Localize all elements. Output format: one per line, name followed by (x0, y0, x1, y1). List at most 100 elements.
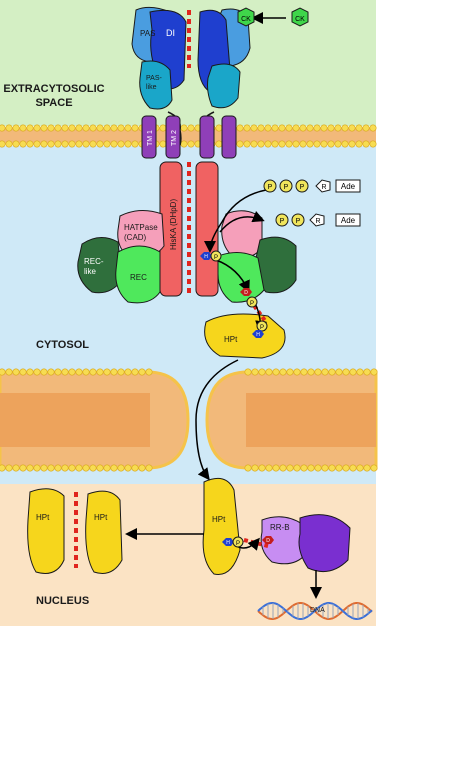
lipid-head (5, 124, 13, 132)
lipid-head (33, 124, 41, 132)
adp-ribose: R (315, 218, 320, 225)
lipid-head (124, 464, 132, 472)
pas-label: PAS (140, 29, 155, 38)
lipid-head (96, 368, 104, 376)
lipid-head (313, 124, 321, 132)
histidine-icon-3 (222, 538, 234, 546)
lipid-head (292, 124, 300, 132)
lipid-head (0, 124, 6, 132)
lipid-head (47, 464, 55, 472)
lipid-head (124, 124, 132, 132)
lipid-head (75, 368, 83, 376)
lipid-head (110, 140, 118, 148)
lipid-head (103, 124, 111, 132)
atp-ribose: R (321, 184, 326, 191)
lipid-head (369, 140, 377, 148)
dna-helix-icon (257, 602, 373, 620)
lipid-head (279, 368, 287, 376)
lipid-head (82, 368, 90, 376)
hiska-label: HisKA (DHpD) (169, 199, 178, 250)
lipid-head (307, 368, 315, 376)
lipid-head (328, 368, 336, 376)
pas-like-label-2: like (146, 84, 157, 91)
phosphate-icon-3 (256, 320, 268, 332)
lipid-head (131, 124, 139, 132)
ck-label-bound: CK (241, 16, 251, 23)
rec-like-domain-left (77, 237, 123, 294)
lipid-head (19, 124, 27, 132)
lipid-head (33, 368, 41, 376)
lipid-head (187, 140, 195, 148)
lipid-head (89, 368, 97, 376)
rec-label: REC (130, 273, 147, 282)
lipid-head (334, 140, 342, 148)
lipid-head (89, 464, 97, 472)
lipid-head (96, 464, 104, 472)
lipid-head (47, 368, 55, 376)
domain-labels: PAS DI PAS- like TM 1 TM 2 HisKA (DHpD) … (36, 28, 325, 614)
rr-b-label: RR-B (270, 523, 290, 532)
adp-icon: P P R Ade (275, 213, 361, 227)
lipid-head (285, 124, 293, 132)
hpt-his-cytosol: H (256, 332, 260, 338)
lipid-head (103, 464, 111, 472)
hpt-label-dimer-right: HPt (94, 513, 108, 522)
rr-b-receiver-domain (260, 516, 307, 565)
ck-ligand-icon: CK (237, 7, 255, 27)
chase-domain-right (197, 8, 251, 109)
hpt-phosphate-cytosol: P (260, 325, 264, 331)
lipid-head (89, 140, 97, 148)
chase-domain-left (131, 6, 187, 110)
lipid-head (299, 140, 307, 148)
lipid-head (271, 140, 279, 148)
lipid-head (286, 368, 294, 376)
rr-b-dna-binding-domain (298, 514, 351, 573)
nuclear-envelope (0, 368, 378, 472)
lipid-head (61, 124, 69, 132)
lipid-head (12, 464, 20, 472)
lipid-head (257, 124, 265, 132)
lipid-head (110, 368, 118, 376)
lipid-head (180, 140, 188, 148)
lipid-head (12, 124, 20, 132)
lipid-head (0, 464, 6, 472)
lipid-head (68, 124, 76, 132)
nucleus-label: NUCLEUS (36, 595, 89, 607)
hpt-nucleus-dimer-right (85, 490, 123, 574)
lipid-head (292, 140, 300, 148)
lipid-head (278, 140, 286, 148)
lipid-head (19, 368, 27, 376)
receptor-his-label: H (204, 254, 208, 260)
lipid-head (279, 464, 287, 472)
cytosol-label: CYTOSOL (36, 339, 89, 351)
lipid-head (33, 464, 41, 472)
lipid-head (54, 140, 62, 148)
adp-release-arrow (219, 211, 265, 233)
lipid-head (356, 464, 364, 472)
extracellular-label-1: EXTRACYTOSOLIC (3, 83, 104, 95)
atp-binding-arrow (204, 189, 267, 253)
lipid-head (341, 124, 349, 132)
lipid-head (321, 464, 329, 472)
lipid-head (320, 124, 328, 132)
plasma-membrane (0, 124, 377, 148)
lipid-head (335, 368, 343, 376)
rec-hpt-interface (248, 298, 268, 324)
lipid-head (271, 124, 279, 132)
lipid-head (243, 124, 251, 132)
di-label: DI (166, 28, 175, 38)
hpt-cytosol (204, 313, 286, 359)
lipid-head (40, 464, 48, 472)
lipid-head (363, 464, 371, 472)
phosphate-icon-2 (246, 296, 258, 308)
lipid-head (33, 140, 41, 148)
lipid-head (349, 368, 357, 376)
lipid-head (342, 464, 350, 472)
lipid-head (145, 464, 153, 472)
ck-label-free: CK (295, 16, 305, 23)
lipid-head (26, 124, 34, 132)
lipid-head (82, 464, 90, 472)
lipid-head (251, 464, 259, 472)
